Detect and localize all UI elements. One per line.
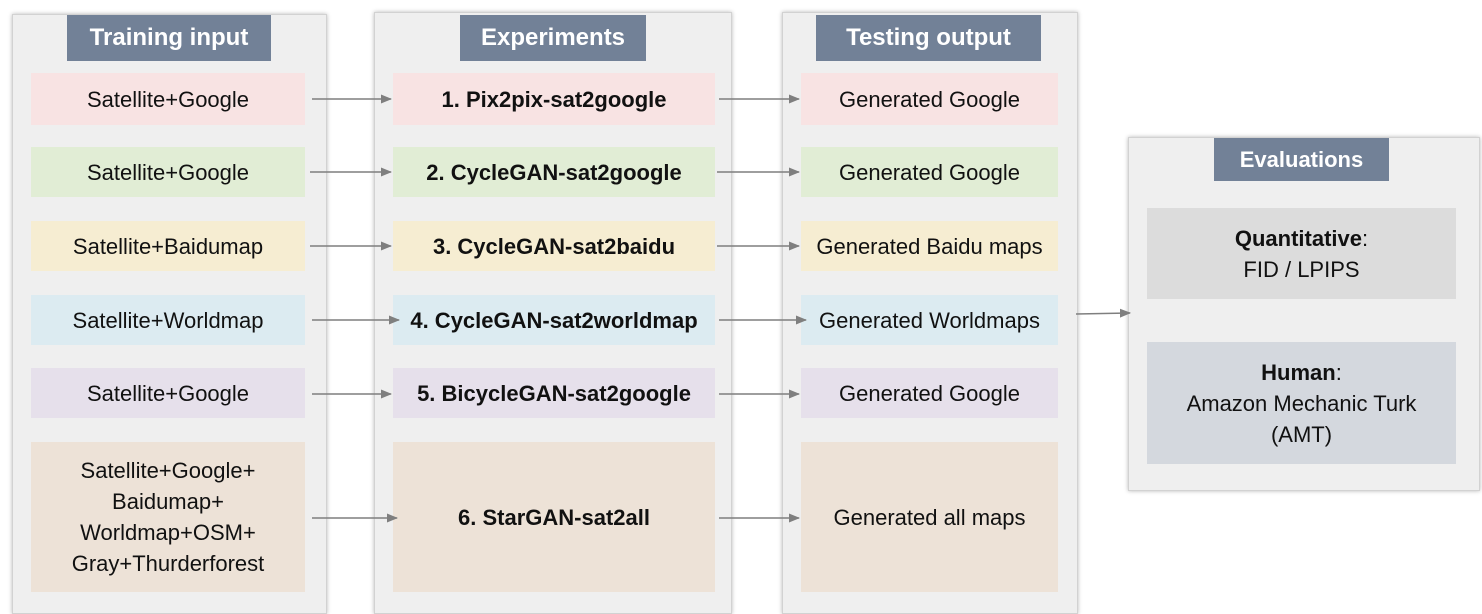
experiment-item-1: 1. Pix2pix-sat2google bbox=[393, 73, 715, 125]
experiment-item-5: 5. BicycleGAN-sat2google bbox=[393, 368, 715, 418]
training-input-item-1: Satellite+Google bbox=[31, 73, 305, 125]
experiment-item-4: 4. CycleGAN-sat2worldmap bbox=[393, 295, 715, 345]
quantitative-evaluation-box: Quantitative: FID / LPIPS bbox=[1147, 208, 1456, 299]
testing-output-item-3: Generated Baidu maps bbox=[801, 221, 1058, 271]
testing-output-item-1: Generated Google bbox=[801, 73, 1058, 125]
human-evaluation-box: Human: Amazon Mechanic Turk (AMT) bbox=[1147, 342, 1456, 464]
human-label: Human bbox=[1261, 359, 1336, 385]
human-value: Amazon Mechanic Turk (AMT) bbox=[1186, 390, 1417, 447]
experiments-header: Experiments bbox=[460, 15, 646, 61]
quantitative-heading: Quantitative: bbox=[1235, 223, 1368, 254]
arrow-test-to-evaluations bbox=[1075, 308, 1132, 318]
training-input-item-5: Satellite+Google bbox=[31, 368, 305, 418]
training-input-item-6: Satellite+Google+ Baidumap+ Worldmap+OSM… bbox=[31, 442, 305, 592]
human-colon: : bbox=[1335, 359, 1342, 385]
training-input-header: Training input bbox=[67, 15, 271, 61]
testing-output-header: Testing output bbox=[816, 15, 1041, 61]
experiment-item-2: 2. CycleGAN-sat2google bbox=[393, 147, 715, 197]
testing-output-item-6: Generated all maps bbox=[801, 442, 1058, 592]
testing-output-item-2: Generated Google bbox=[801, 147, 1058, 197]
quantitative-label: Quantitative bbox=[1234, 225, 1362, 251]
human-heading: Human: bbox=[1261, 357, 1342, 388]
evaluations-header: Evaluations bbox=[1214, 138, 1389, 181]
experiment-item-3: 3. CycleGAN-sat2baidu bbox=[393, 221, 715, 271]
testing-output-item-4: Generated Worldmaps bbox=[801, 295, 1058, 345]
quantitative-value: FID / LPIPS bbox=[1243, 256, 1360, 282]
quantitative-colon: : bbox=[1362, 225, 1369, 251]
experiment-item-6: 6. StarGAN-sat2all bbox=[393, 442, 715, 592]
testing-output-item-5: Generated Google bbox=[801, 368, 1058, 418]
training-input-item-2: Satellite+Google bbox=[31, 147, 305, 197]
training-input-item-3: Satellite+Baidumap bbox=[31, 221, 305, 271]
training-input-item-4: Satellite+Worldmap bbox=[31, 295, 305, 345]
